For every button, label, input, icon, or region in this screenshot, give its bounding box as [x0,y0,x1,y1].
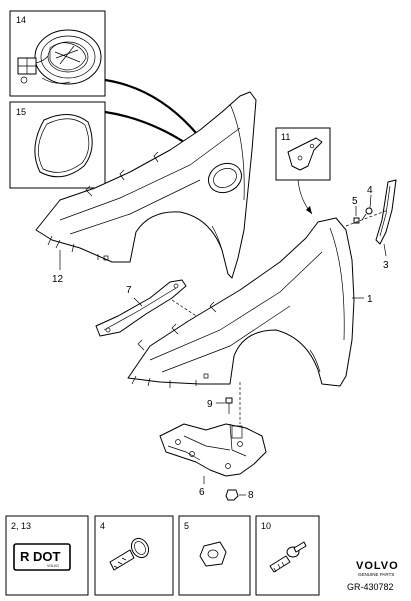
callout-5: 5 [352,196,358,207]
legend-number-5: 5 [184,521,189,531]
r-dot-subtext: VOLVO [47,564,59,568]
callout-4: 4 [367,185,373,196]
r-dot-label-drawing: R DOT VOLVO [13,543,71,571]
leader-arrow-11 [306,206,312,214]
callout-1: 1 [367,294,373,305]
inset-number-11: 11 [281,132,290,142]
leader-line-7 [133,297,143,307]
inset-number-15: 15 [16,107,26,117]
support-bracket-6-drawing [159,423,267,477]
bracket-drawing [287,137,323,171]
leader-line-4 [369,194,372,209]
clip-nut-drawing [199,541,227,567]
bracket-7-drawing [95,279,187,337]
leader-line-3 [383,243,387,257]
fuel-filler-housing-drawing [17,29,102,85]
inset-box-15: 15 [9,101,106,189]
callout-7: 7 [126,285,132,296]
inset-number-14: 14 [16,15,26,25]
legend-box-4: 4 [94,515,174,596]
legend-number-10: 10 [261,521,271,531]
fastener-dash-line [345,209,389,227]
front-fender-drawing [127,217,355,388]
diagram-reference-code: GR-430782 [347,582,394,592]
bolt-4-drawing [361,207,373,221]
brand-name: VOLVO [356,560,399,572]
legend-box-10: 10 [255,515,320,596]
callout-12: 12 [52,274,64,285]
seal-strip-3-drawing [375,179,397,245]
flange-bolt-drawing [109,537,150,571]
brand-tagline: GENUINE PARTS [358,572,394,577]
legend-box-2-13: 2, 13 R DOT VOLVO [5,515,89,596]
fuel-flap-cover-drawing [34,114,93,178]
inset-box-11: 11 [275,127,331,181]
rear-fender-drawing [35,91,257,279]
legend-box-5: 5 [178,515,251,596]
legend-number-2-13: 2, 13 [11,521,31,531]
clip-5-drawing [353,217,360,224]
callout-8: 8 [248,490,254,501]
legend-number-4: 4 [100,521,105,531]
callout-3: 3 [383,260,389,271]
inset-box-14: 14 [9,10,106,97]
nut-8-drawing [225,489,239,501]
callout-6: 6 [199,487,205,498]
volvo-brand-block: VOLVO GENUINE PARTS GR-430782 [347,560,399,592]
screw-9-drawing [225,397,233,414]
r-dot-text: R DOT [20,549,61,564]
stud-bolt-drawing [269,541,307,573]
callout-9: 9 [207,399,213,410]
